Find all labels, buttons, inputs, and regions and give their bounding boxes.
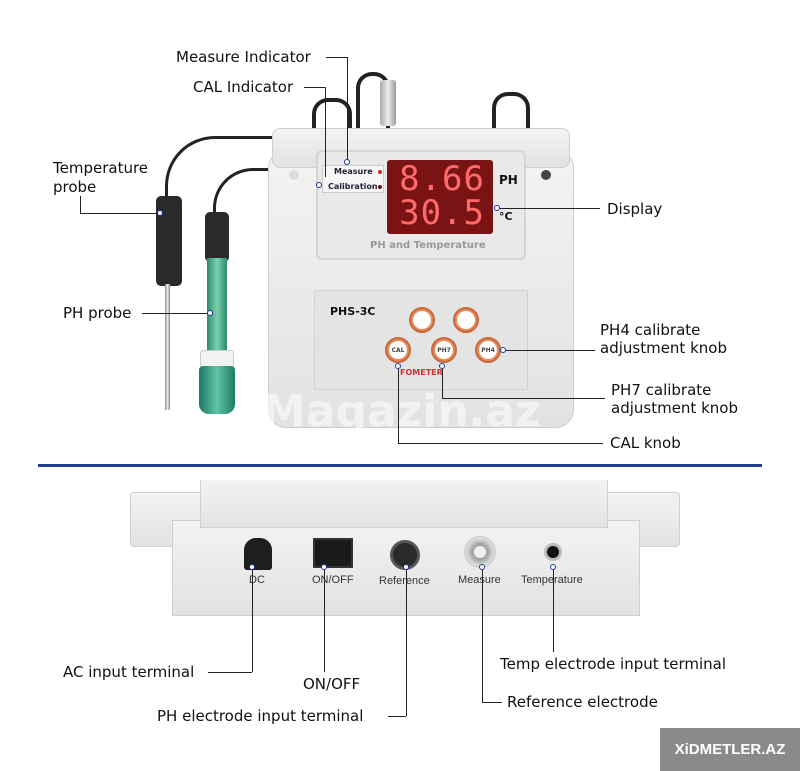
callout-leader-line bbox=[482, 567, 483, 702]
callout-leader-line bbox=[208, 672, 252, 673]
ph4-knob[interactable]: PH4 bbox=[475, 337, 501, 363]
callout-anchor-dot bbox=[500, 347, 506, 353]
callout-ac-input: AC input terminal bbox=[63, 663, 195, 681]
model-label: PHS-3C bbox=[330, 305, 376, 318]
callout-ph7-line1: PH7 calibrate bbox=[611, 381, 712, 399]
ph-meter-front: Measure Calibration 8.66 30.5 PH °C PH a… bbox=[53, 48, 738, 452]
temperature-probe-cable bbox=[165, 136, 275, 206]
callout-anchor-dot bbox=[439, 363, 445, 369]
ph-probe-body bbox=[207, 258, 227, 358]
callout-leader-line bbox=[142, 313, 210, 314]
callout-leader-line bbox=[80, 213, 160, 214]
callout-anchor-dot bbox=[479, 564, 485, 570]
callout-leader-line bbox=[482, 702, 502, 703]
callout-ph-electrode: PH electrode input terminal bbox=[157, 707, 364, 725]
probe-cable bbox=[492, 92, 530, 132]
indicator-led-panel bbox=[322, 165, 384, 193]
ph7-knob[interactable]: PH7 bbox=[431, 337, 457, 363]
callout-leader-line bbox=[553, 567, 554, 652]
port-label-onoff: ON/OFF bbox=[312, 574, 354, 586]
callout-leader-line bbox=[325, 87, 326, 177]
callout-anchor-dot bbox=[321, 564, 327, 570]
callout-leader-line bbox=[326, 57, 347, 58]
measure-led bbox=[378, 170, 382, 174]
callout-leader-line bbox=[506, 350, 595, 351]
callout-measure-indicator: Measure Indicator bbox=[176, 48, 311, 66]
display-caption: PH and Temperature bbox=[370, 240, 486, 251]
callout-leader-line bbox=[406, 567, 407, 716]
section-divider bbox=[38, 464, 762, 467]
callout-leader-line bbox=[398, 443, 603, 444]
callout-anchor-dot bbox=[395, 363, 401, 369]
callout-anchor-dot bbox=[403, 564, 409, 570]
callout-leader-line bbox=[442, 398, 605, 399]
temperature-reading: 30.5 bbox=[399, 193, 485, 233]
indicator-calibration: Calibration bbox=[328, 182, 378, 191]
rear-handle bbox=[200, 480, 608, 528]
callout-anchor-dot bbox=[550, 564, 556, 570]
panel-screw bbox=[541, 170, 551, 180]
ph-unit: PH bbox=[499, 173, 518, 187]
callout-ph-probe: PH probe bbox=[63, 304, 132, 322]
callout-leader-line bbox=[398, 369, 399, 443]
power-switch[interactable] bbox=[313, 538, 353, 568]
callout-anchor-dot bbox=[157, 210, 163, 216]
measure-bnc-port bbox=[464, 536, 496, 568]
panel-screw bbox=[289, 170, 299, 180]
calibration-led bbox=[378, 185, 382, 189]
callout-anchor-dot bbox=[316, 182, 322, 188]
corner-watermark: XiDMETLER.AZ bbox=[660, 728, 800, 771]
callout-anchor-dot bbox=[249, 564, 255, 570]
temp-unit: °C bbox=[499, 210, 513, 223]
callout-leader-line bbox=[80, 196, 81, 213]
blank-knob[interactable] bbox=[409, 307, 435, 333]
ph-meter-rear: DC ON/OFF Reference Measure Temperature … bbox=[0, 470, 800, 771]
callout-anchor-dot bbox=[494, 205, 500, 211]
ph-probe-cap bbox=[205, 212, 229, 262]
port-label-temperature: Temperature bbox=[521, 574, 583, 586]
port-label-reference: Reference bbox=[379, 575, 430, 587]
ph-probe-bottle bbox=[199, 366, 235, 414]
callout-temperature-probe-line2: probe bbox=[53, 178, 97, 196]
dc-jack bbox=[244, 538, 272, 570]
callout-ph4-line1: PH4 calibrate bbox=[600, 321, 701, 339]
callout-temp-electrode: Temp electrode input terminal bbox=[500, 655, 727, 673]
callout-ph4-line2: adjustment knob bbox=[600, 339, 727, 357]
callout-display: Display bbox=[607, 200, 663, 218]
callout-on-off: ON/OFF bbox=[303, 675, 361, 693]
port-label-measure: Measure bbox=[458, 574, 501, 586]
cal-knob[interactable]: CAL bbox=[385, 337, 411, 363]
callout-leader-line bbox=[388, 716, 406, 717]
led-display: 8.66 30.5 bbox=[387, 160, 493, 234]
callout-leader-line bbox=[252, 567, 253, 672]
temperature-probe-rod bbox=[165, 284, 170, 410]
watermark: Maqazin.az bbox=[262, 386, 541, 437]
callout-reference-electrode: Reference electrode bbox=[507, 693, 658, 711]
callout-leader-line bbox=[324, 567, 325, 672]
callout-leader-line bbox=[304, 87, 325, 88]
sensor-connector bbox=[380, 80, 396, 126]
indicator-measure: Measure bbox=[334, 167, 373, 176]
callout-cal-indicator: CAL Indicator bbox=[193, 78, 294, 96]
callout-anchor-dot bbox=[344, 159, 350, 165]
corner-watermark-text: XiDMETLER.AZ bbox=[674, 741, 786, 758]
callout-leader-line bbox=[347, 57, 348, 160]
callout-temperature-probe-line1: Temperature bbox=[53, 159, 149, 177]
blank-knob[interactable] bbox=[453, 307, 479, 333]
temperature-port bbox=[544, 543, 562, 561]
callout-leader-line bbox=[500, 208, 600, 209]
callout-leader-line bbox=[442, 369, 443, 398]
callout-cal-knob: CAL knob bbox=[610, 434, 681, 452]
callout-ph7-line2: adjustment knob bbox=[611, 399, 738, 417]
ph-reading: 8.66 bbox=[399, 159, 485, 199]
brand-logo: FOMETER bbox=[400, 368, 443, 377]
callout-anchor-dot bbox=[207, 310, 213, 316]
